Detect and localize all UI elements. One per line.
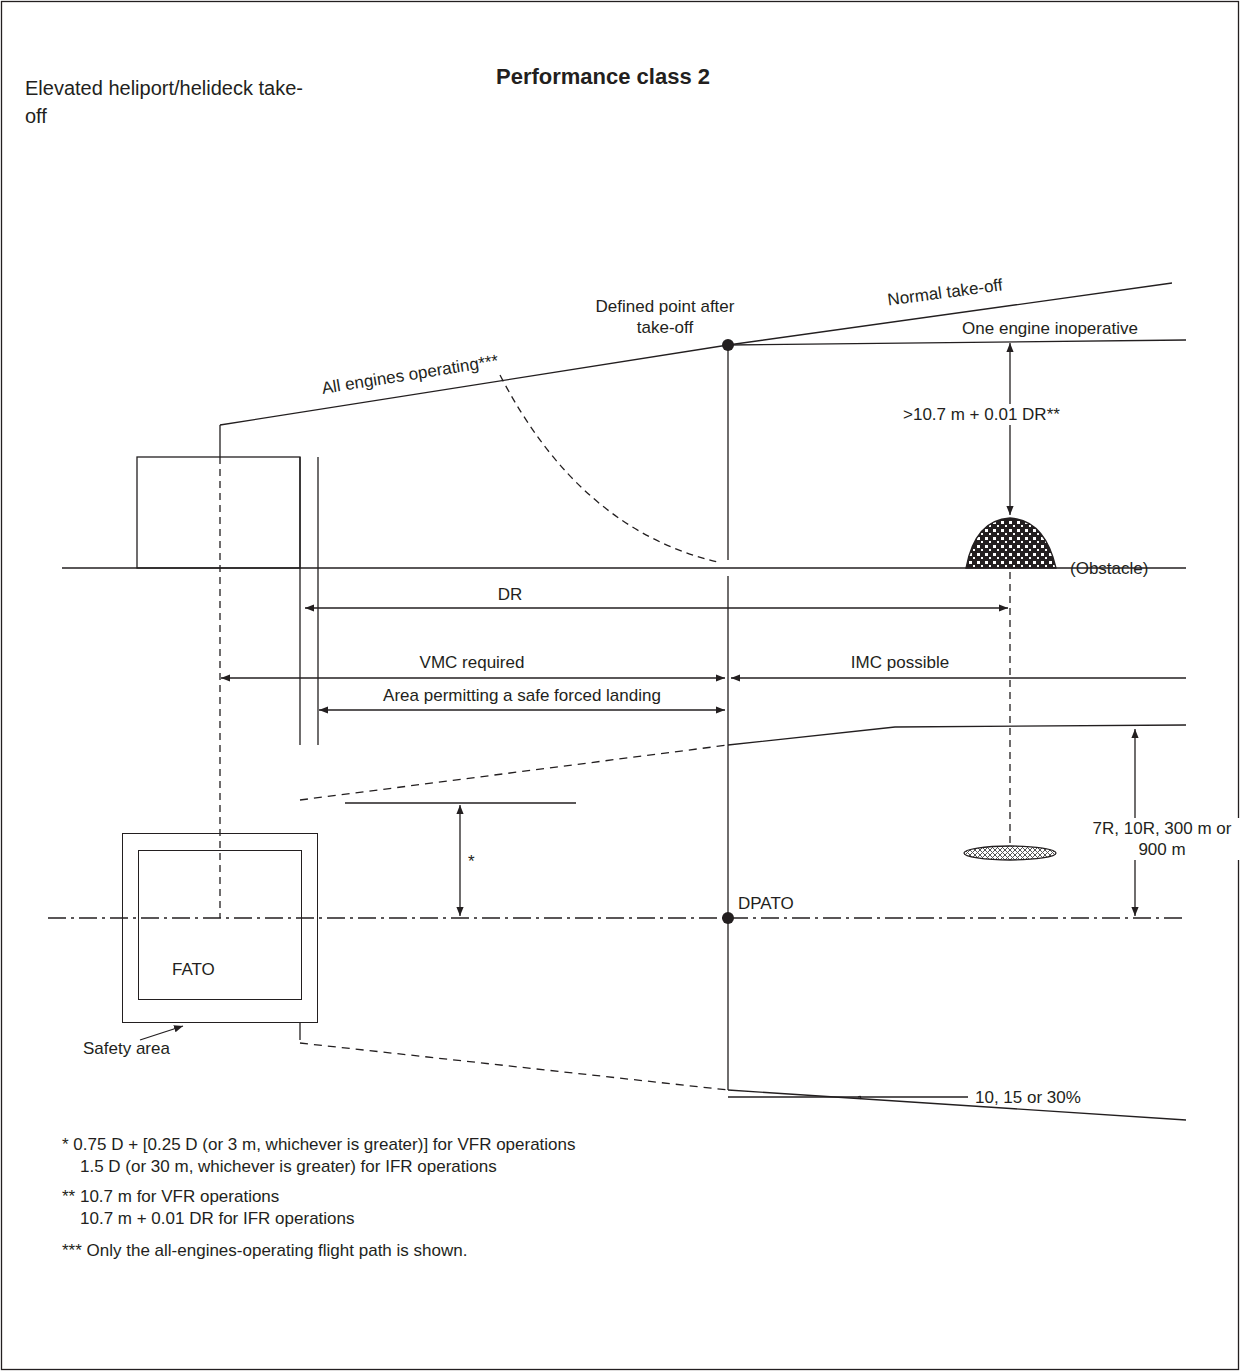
- footnote: 1.5 D (or 30 m, whichever is greater) fo…: [80, 1156, 497, 1177]
- elevated-heliport-building: [137, 457, 300, 568]
- safety-area-box: Safety areaFATO: [122, 833, 318, 1023]
- dimension-label: IMC possible: [851, 652, 949, 673]
- dr-arrow: [305, 607, 1008, 608]
- point-label: Defined point after take-off: [595, 296, 735, 338]
- rejected-take-off-path: [500, 375, 718, 562]
- obstacle-symbol: [966, 518, 1056, 568]
- dimension-label: VMC required: [420, 652, 525, 673]
- obstacle-surface-edge: [728, 725, 1186, 745]
- fato-box: FATO: [138, 850, 302, 1000]
- footnote: ** 10.7 m for VFR operations: [62, 1186, 279, 1207]
- dimension-label: 7R, 10R, 300 m or 900 m: [1084, 818, 1240, 860]
- footnote: * 0.75 D + [0.25 D (or 3 m, whichever is…: [62, 1134, 576, 1155]
- forced-landing-arrow: [319, 709, 725, 710]
- node-label: Safety area: [83, 1038, 170, 1059]
- safety-area-edge-line: [299, 1023, 300, 1040]
- clearance-label: >10.7 m + 0.01 DR**: [900, 404, 1063, 425]
- node-label: FATO: [172, 959, 215, 980]
- dimension-label: Area permitting a safe forced landing: [383, 685, 661, 706]
- leader-arrow: [140, 1026, 183, 1040]
- point-label: DPATO: [738, 893, 794, 914]
- reference-line: [728, 1096, 968, 1097]
- vmc-arrow: [221, 677, 725, 678]
- one-engine-inoperative-path: [728, 340, 1186, 345]
- angle-label: 10, 15 or 30%: [975, 1087, 1081, 1108]
- angle-arc: [858, 1096, 861, 1099]
- obstacle-surface-edge: [300, 1043, 728, 1090]
- footnote-marker: *: [468, 851, 475, 872]
- path-label: All engines operating***: [320, 350, 500, 399]
- path-label: Normal take-off: [886, 275, 1004, 311]
- obstacle-projection: [1009, 572, 1010, 845]
- imc-arrow: [731, 677, 1186, 678]
- dpato-dot: [722, 912, 734, 924]
- dpato-line: [727, 576, 728, 1090]
- dpato-line: [727, 345, 728, 560]
- fato-edge-line: [299, 457, 300, 745]
- footnote: *** Only the all-engines-operating fligh…: [62, 1240, 467, 1261]
- obstacle-label: (Obstacle): [1070, 558, 1148, 579]
- take-off-centre-line: [48, 917, 1186, 918]
- surface-width-line: [345, 802, 576, 803]
- path-label: One engine inoperative: [962, 318, 1138, 339]
- defined-point-dot: [722, 339, 734, 351]
- obstacle-plan-symbol: [964, 846, 1056, 860]
- vertical-lift-path: [219, 425, 220, 457]
- footnote: 10.7 m + 0.01 DR for IFR operations: [80, 1208, 355, 1229]
- half-width-arrow: [459, 805, 460, 916]
- fato-centre-line: [219, 457, 220, 918]
- diagram-subtitle: Elevated heliport/helideck take-off: [25, 74, 315, 130]
- clearance-arrow: [1009, 343, 1010, 515]
- safety-area-edge-line: [317, 457, 318, 745]
- dimension-label: DR: [498, 584, 523, 605]
- obstacle-surface-edge: [300, 745, 728, 800]
- obstacle-surface-edge: [728, 1090, 1186, 1120]
- all-engines-path: [220, 283, 1172, 425]
- diagram-title: Performance class 2: [496, 64, 710, 90]
